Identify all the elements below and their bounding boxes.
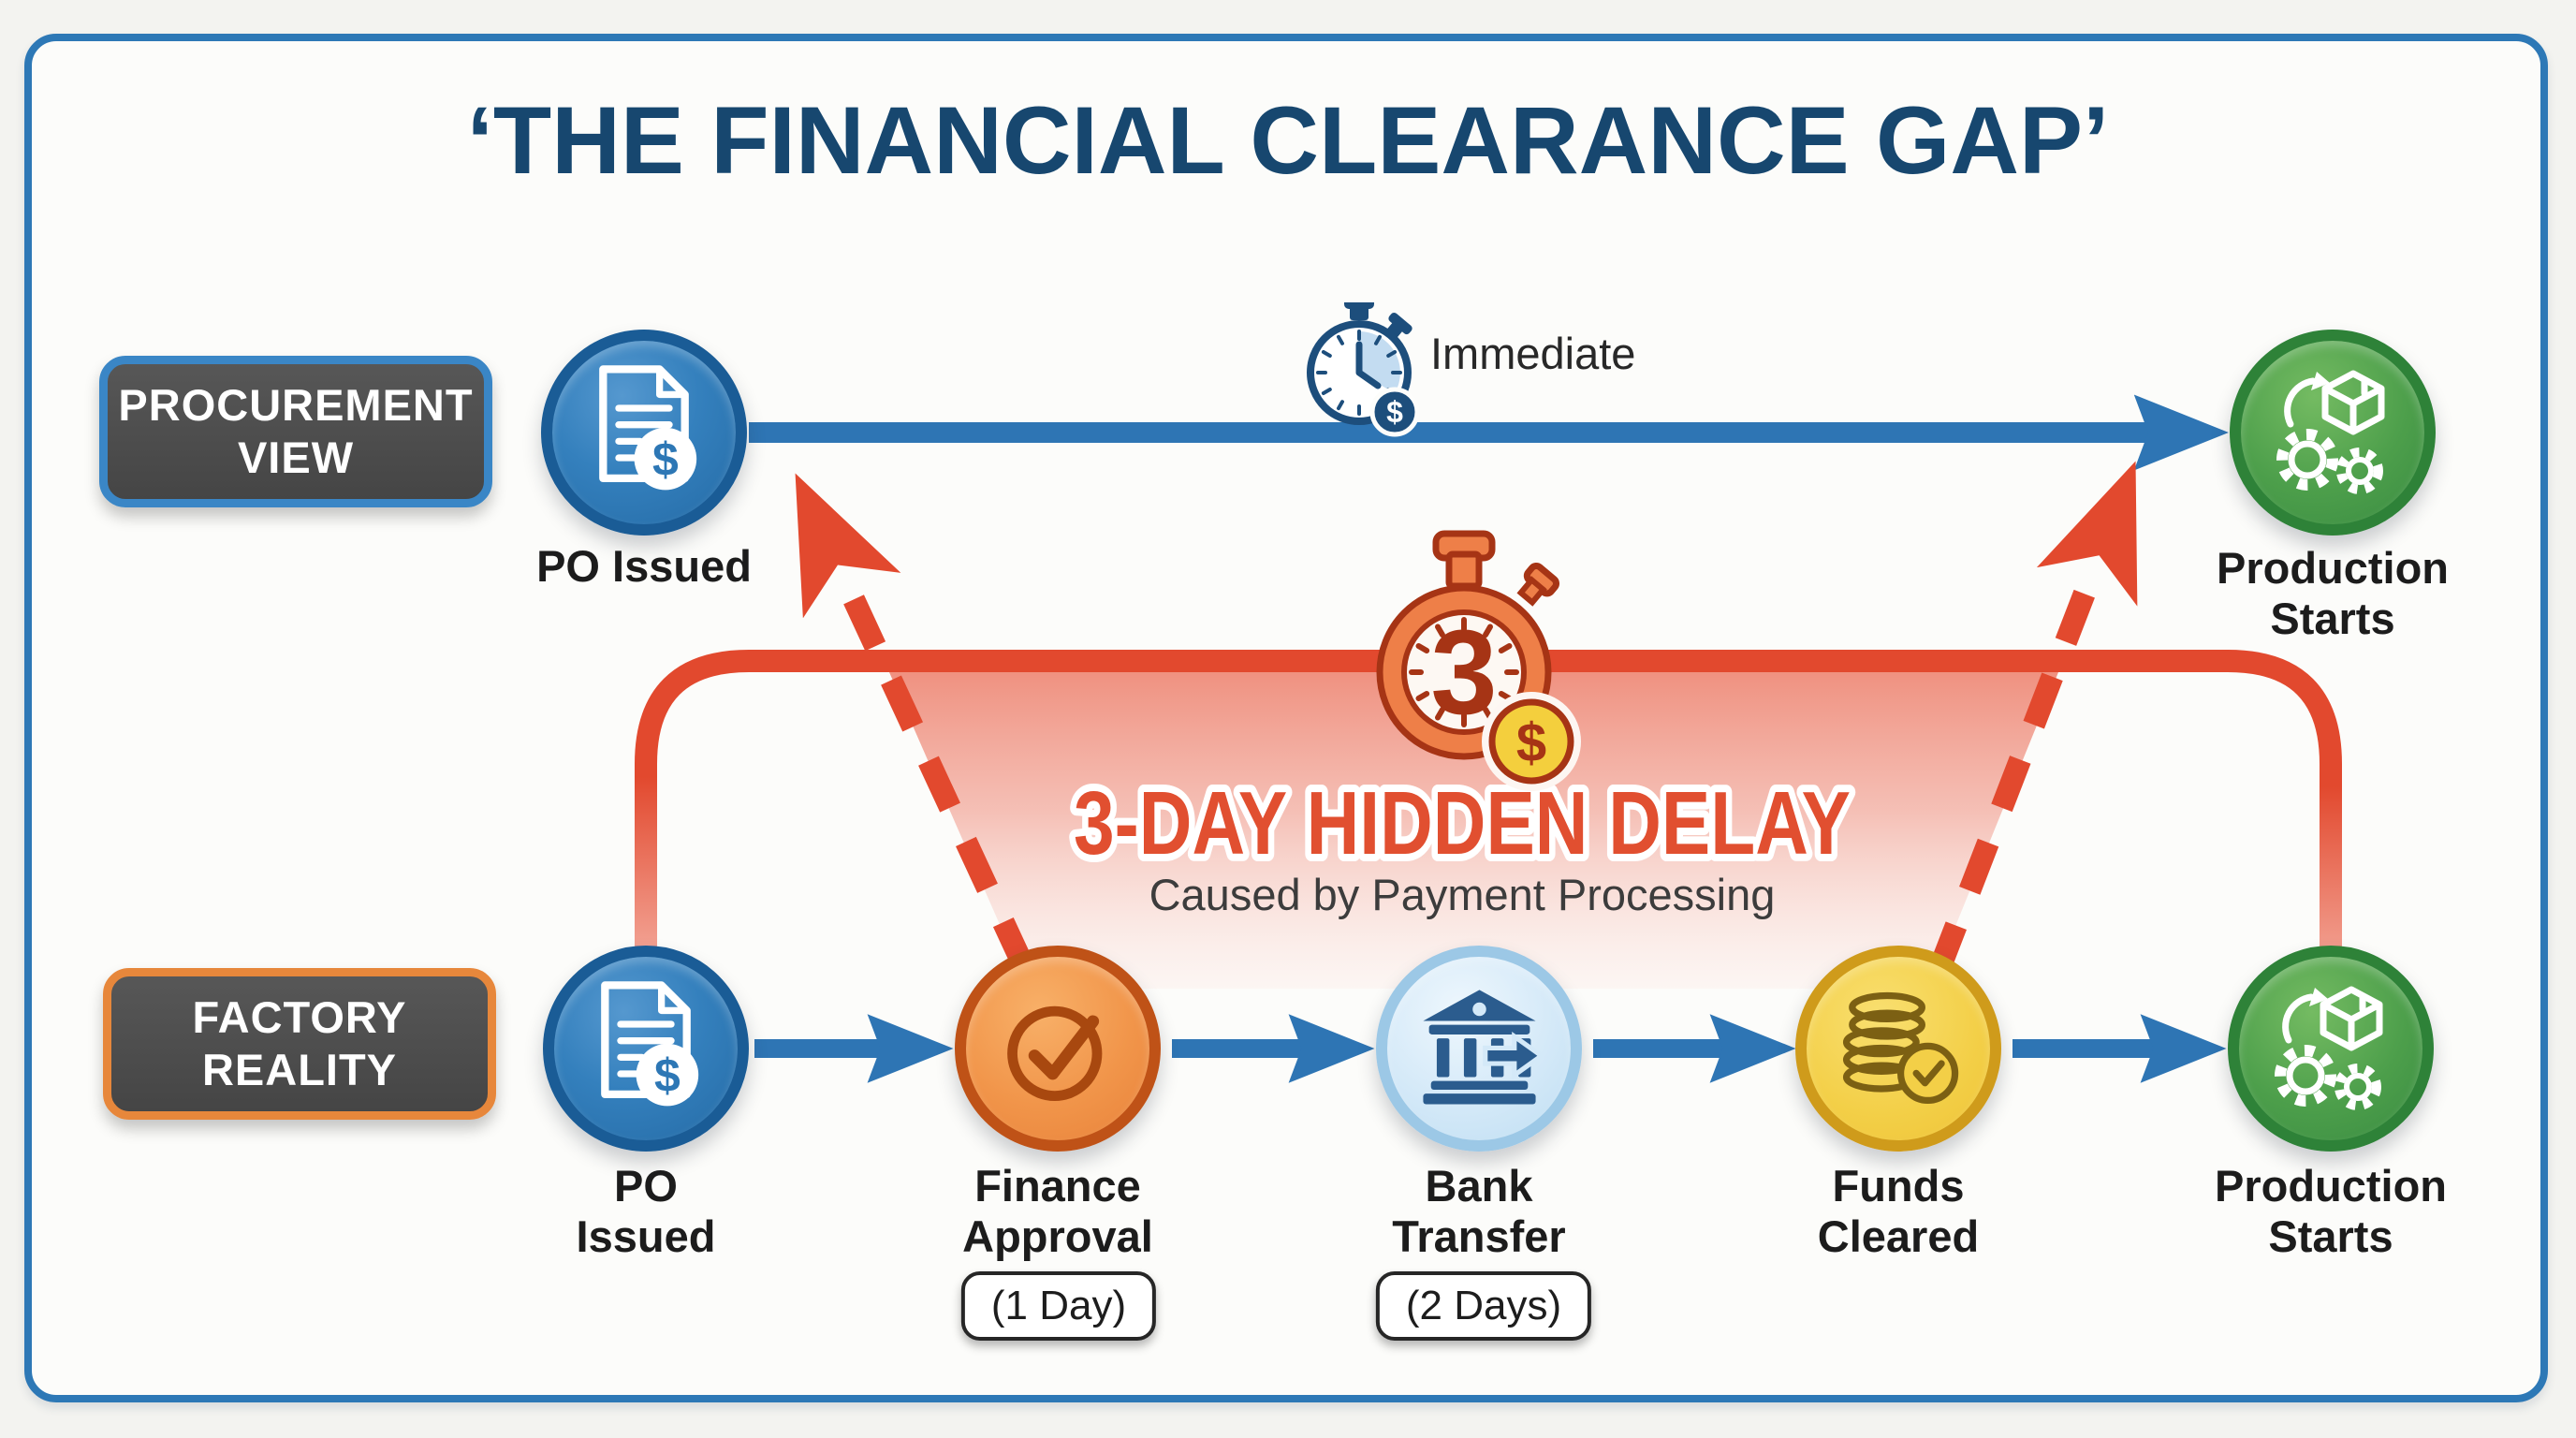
node-production-starts-bottom	[2228, 946, 2434, 1152]
bank-duration-badge: (2 Days)	[1375, 1271, 1592, 1341]
bank-transfer-icon	[1422, 989, 1545, 1105]
purchase-order-document-icon: $	[601, 981, 699, 1107]
node-bank-transfer	[1376, 946, 1582, 1152]
immediate-label: Immediate	[1430, 329, 1636, 378]
step-funds-line2: Cleared	[1817, 1211, 1980, 1261]
delay-coin-dollar: $	[1516, 712, 1546, 773]
svg-text:$: $	[652, 433, 679, 486]
step-po-line2: Issued	[576, 1211, 716, 1261]
factory-reality-tag-line2: REALITY	[201, 1045, 398, 1094]
node-po-issued-top: $	[541, 330, 747, 536]
procurement-view-tag-line2: VIEW	[237, 433, 355, 482]
production-gears-box-icon	[2276, 370, 2385, 494]
step-finance-approval-label: Finance Approval	[861, 1161, 1254, 1262]
immediate-stopwatch-icon: $	[1289, 298, 1429, 448]
page-title: ‘THE FINANCIAL CLEARANCE GAP’	[466, 87, 2110, 194]
hidden-delay-dashed-arrow-right	[1926, 461, 2138, 978]
step-bank-transfer-label: Bank Transfer	[1282, 1161, 1676, 1262]
step-production-starts-label: Production Starts	[2134, 1161, 2527, 1262]
step-finance-line2: Approval	[962, 1211, 1153, 1261]
delay-zone-shape	[889, 672, 2058, 989]
step-bank-line1: Bank	[1425, 1161, 1533, 1211]
step-production-line2: Starts	[2268, 1211, 2393, 1261]
svg-text:$: $	[654, 1049, 681, 1102]
production-starts-top-label: Production Starts	[2136, 543, 2529, 644]
node-production-starts-top	[2230, 330, 2436, 536]
step-funds-line1: Funds	[1832, 1161, 1965, 1211]
procurement-view-tag: PROCUREMENT VIEW	[99, 356, 492, 507]
delay-headline: 3-DAY HIDDEN DELAY	[1074, 773, 1851, 873]
production-gears-box-icon	[2275, 986, 2383, 1110]
purchase-order-document-icon: $	[599, 365, 697, 491]
coins-cleared-icon	[1842, 991, 1958, 1104]
step-production-line1: Production	[2214, 1161, 2448, 1211]
finance-duration-badge: (1 Day)	[960, 1271, 1157, 1341]
po-issued-top-label: PO Issued	[536, 541, 752, 591]
step-po-line1: PO	[614, 1161, 678, 1211]
approval-check-icon	[1007, 1005, 1103, 1101]
factory-reality-tag: FACTORY REALITY	[103, 968, 496, 1120]
delay-subtext: Caused by Payment Processing	[1149, 870, 1776, 919]
node-funds-cleared	[1795, 946, 2001, 1152]
step-po-issued-label: PO Issued	[449, 1161, 842, 1262]
production-starts-top-line2: Starts	[2270, 594, 2395, 643]
step-funds-cleared-label: Funds Cleared	[1702, 1161, 2095, 1262]
production-starts-top-line1: Production	[2216, 543, 2450, 593]
delay-stopwatch-icon: 3 $	[1295, 504, 1632, 845]
factory-reality-tag-line1: FACTORY	[192, 991, 407, 1042]
step-bank-line2: Transfer	[1392, 1211, 1566, 1261]
step-finance-line1: Finance	[974, 1161, 1141, 1211]
procurement-view-tag-line1: PROCUREMENT	[118, 379, 474, 430]
node-po-issued-bottom: $	[543, 946, 749, 1152]
svg-text:$: $	[1386, 395, 1403, 429]
hidden-delay-dashed-arrow-left	[795, 473, 1035, 975]
delay-number: 3	[1430, 606, 1497, 740]
node-finance-approval	[955, 946, 1161, 1152]
